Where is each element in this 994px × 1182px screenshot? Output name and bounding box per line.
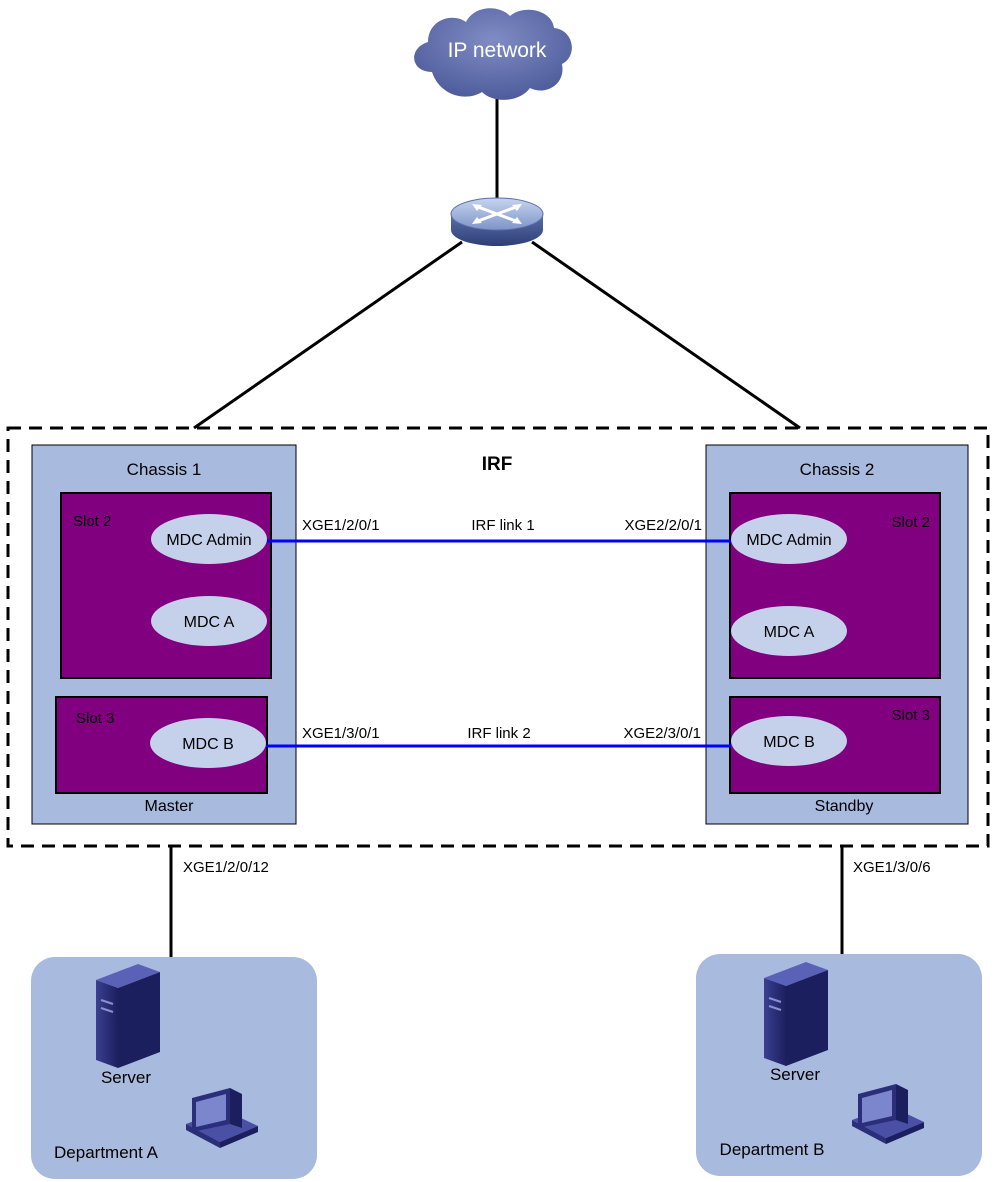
chassis-1-mdc-a-label: MDC A [184,614,235,631]
department-a-label: Department A [54,1143,159,1162]
chassis-2-mdc-a [731,606,847,656]
router-chassis2-line [531,240,801,430]
irf-link-1-left-port: XGE1/2/0/1 [302,517,380,534]
chassis-1-title: Chassis 1 [127,460,202,479]
chassis-1-slot-3-label: Slot 3 [76,710,114,727]
chassis-1-mdc-admin-label: MDC Admin [166,532,251,549]
router-chassis1-line [193,240,463,430]
chassis-1-mdc-b-label: MDC B [182,736,234,753]
department-a-server-label: Server [101,1068,151,1087]
irf-link-2-label: IRF link 2 [467,725,530,742]
downlink-right-port: XGE1/3/0/6 [853,859,931,876]
department-b: Server Department B [696,954,982,1176]
department-a: Server Department A [31,957,317,1179]
chassis-1-role: Master [145,798,195,815]
irf-link-1-right-port: XGE2/2/0/1 [624,517,702,534]
cloud-icon [414,8,572,100]
chassis-1-slot-2-label: Slot 2 [73,513,111,530]
chassis-1-mdc-a [151,596,267,646]
chassis-2-mdc-admin [731,514,847,564]
downlink-left-port: XGE1/2/0/12 [183,859,269,876]
router [450,197,544,246]
server-icon [96,964,160,1068]
irf-link-2-right-port: XGE2/3/0/1 [623,725,701,742]
department-b-label: Department B [720,1140,825,1159]
chassis-2-title: Chassis 2 [800,460,875,479]
irf-link-1-label: IRF link 1 [471,517,534,534]
server-icon [764,962,828,1066]
irf-boundary [6,426,990,848]
chassis-2-mdc-a-label: MDC A [764,624,815,641]
chassis-2-slot-2-label: Slot 2 [892,514,930,531]
chassis-2-slot-3-label: Slot 3 [892,707,930,724]
chassis-2-mdc-admin-label: MDC Admin [746,532,831,549]
chassis-1: Chassis 1 Slot 2 MDC Admin MDC A Slot 3 … [31,444,297,825]
chassis-1-mdc-b [150,718,266,768]
irf-label: IRF [482,454,513,475]
chassis-2-role: Standby [815,798,874,815]
computer-icon [186,1088,258,1148]
chassis-2-mdc-b-label: MDC B [763,734,815,751]
irf-link-2-left-port: XGE1/3/0/1 [302,725,380,742]
computer-icon [852,1084,924,1144]
ip-network-cloud: IP network [414,8,572,100]
department-b-server-label: Server [770,1065,820,1084]
cloud-label: IP network [448,39,547,62]
chassis-2: Chassis 2 Slot 2 MDC Admin MDC A Slot 3 … [705,444,969,825]
chassis-2-mdc-b [731,716,847,766]
chassis-1-mdc-admin [151,514,267,564]
